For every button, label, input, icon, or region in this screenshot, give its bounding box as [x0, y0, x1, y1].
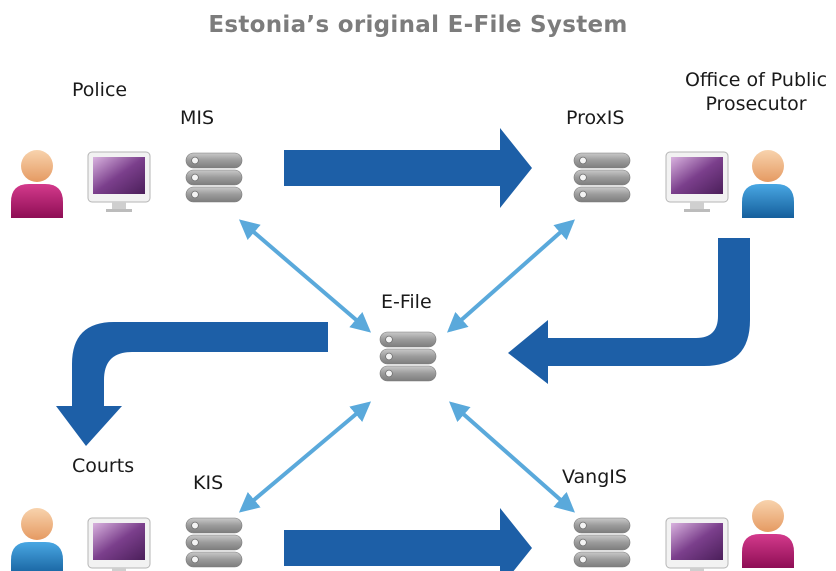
server-efile-icon	[379, 331, 437, 382]
monitor-courts-icon	[87, 517, 151, 571]
person-vangis-icon	[742, 500, 794, 568]
label-vangis: VangIS	[562, 466, 627, 488]
label-prosecutor-line2: Prosecutor	[705, 92, 807, 115]
monitor-police-icon	[87, 151, 151, 212]
label-mis: MIS	[180, 107, 215, 129]
flow-arrow-mis-to-proxis	[284, 128, 532, 208]
flow-arrow-efile-to-courts	[56, 322, 328, 446]
flow-arrows	[56, 128, 750, 571]
flow-arrow-kis-to-vangis	[284, 508, 532, 571]
label-police: Police	[72, 79, 128, 101]
label-prosecutor: Office of Public Prosecutor	[676, 69, 836, 117]
server-mis-icon	[185, 152, 243, 203]
link-kis-efile	[238, 401, 372, 513]
label-kis: KIS	[193, 472, 224, 494]
monitors	[87, 151, 729, 571]
diagram-title: Estonia’s original E-File System	[208, 12, 628, 38]
person-prosecutor-icon	[742, 150, 794, 218]
label-efile: E-File	[381, 291, 432, 313]
person-police-icon	[11, 150, 63, 218]
link-proxis-efile	[447, 219, 575, 333]
monitor-vangis-icon	[665, 517, 729, 571]
label-proxis: ProxIS	[566, 107, 625, 129]
label-prosecutor-line1: Office of Public	[684, 69, 828, 91]
flow-arrow-prosecutor-to-efile	[508, 238, 750, 384]
monitor-prosecutor-icon	[665, 151, 729, 212]
link-arrows	[238, 219, 575, 513]
label-courts: Courts	[72, 455, 135, 477]
people	[11, 150, 794, 571]
server-kis-icon	[185, 517, 243, 568]
server-vangis-icon	[573, 517, 631, 568]
link-vangis-efile	[449, 401, 575, 513]
servers	[185, 152, 631, 568]
person-courts-icon	[11, 508, 63, 571]
link-mis-efile	[238, 219, 372, 333]
server-proxis-icon	[573, 152, 631, 203]
